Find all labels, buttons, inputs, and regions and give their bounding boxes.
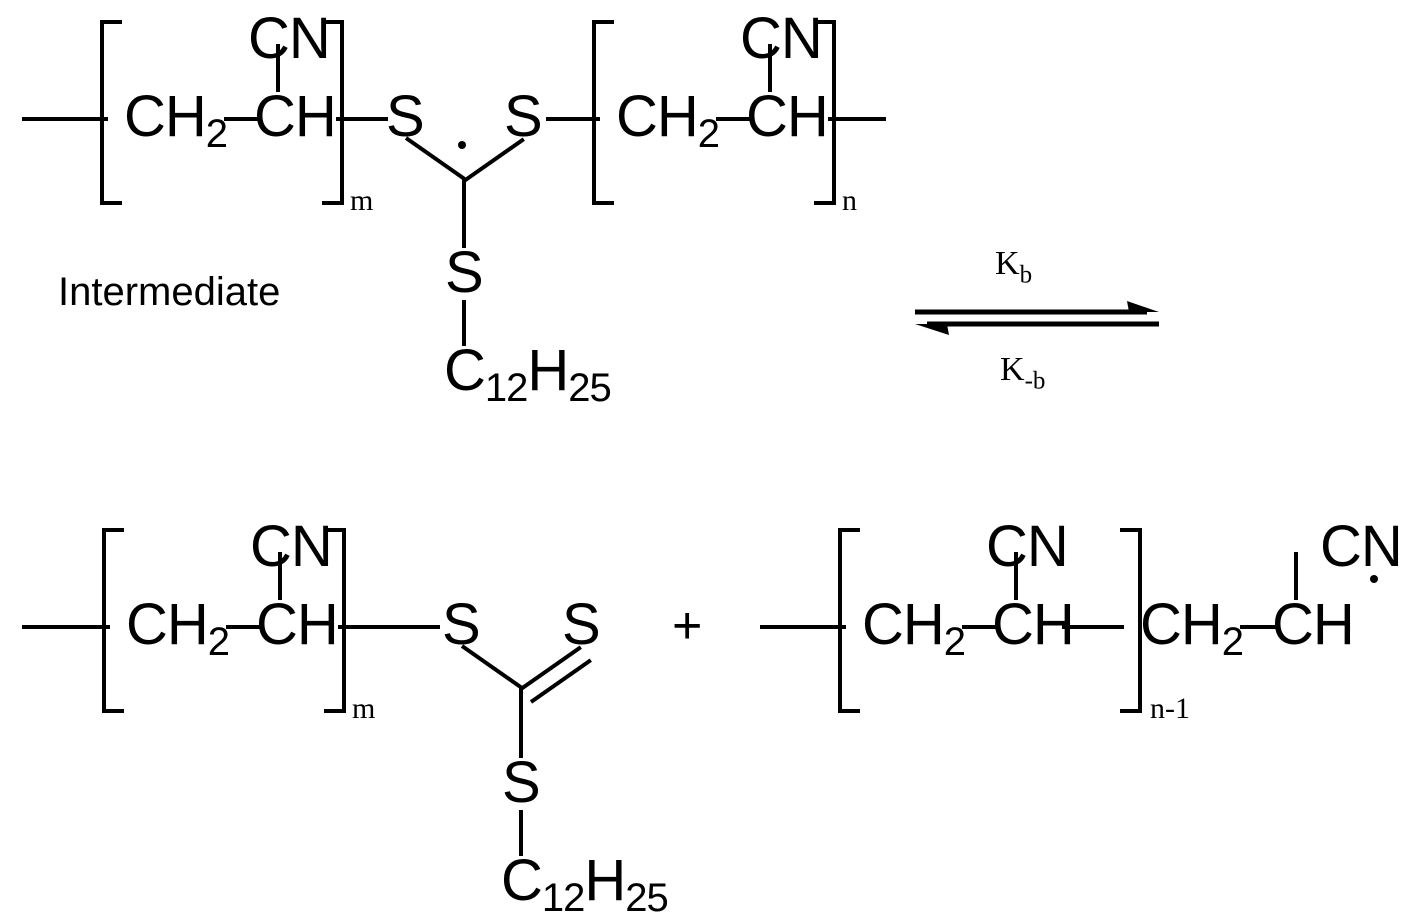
equilibrium-arrows xyxy=(915,300,1165,340)
repeat-subscript-m-product: m xyxy=(352,692,376,725)
radical-dot-core xyxy=(458,141,466,149)
repeat-subscript-n-minus-1: n-1 xyxy=(1150,692,1190,725)
atom-label-ch2: CH2 xyxy=(124,84,228,157)
bond-sulfur-right-to-block xyxy=(546,117,600,121)
atom-label-sulfur-thioether: S xyxy=(442,592,481,657)
bond-ch2-ch xyxy=(224,117,258,121)
bond-ch-cn-radical xyxy=(1014,552,1018,600)
atom-label-ch-product: CH xyxy=(256,592,339,657)
atom-label-cn-radical: CN xyxy=(986,514,1069,579)
bond-block-to-sulfur-left xyxy=(336,117,388,121)
bracket-close-m xyxy=(322,20,344,205)
intermediate-caption: Intermediate xyxy=(58,270,281,314)
bond-sulfur-to-thiocarbonyl-carbon xyxy=(460,644,523,690)
bond-ch-cn-terminal xyxy=(1294,552,1298,600)
bond-to-sulfur-thioether xyxy=(392,625,440,629)
atom-label-cn-terminal: CN xyxy=(1320,514,1403,579)
atom-label-ch-right: CH xyxy=(746,84,829,149)
atom-label-cn: CN xyxy=(248,6,331,71)
atom-label-ch-radical: CH xyxy=(992,592,1075,657)
bond-ch-to-bracket-radical xyxy=(1062,625,1124,629)
rate-constant-reverse: K-b xyxy=(1000,351,1046,395)
atom-label-sulfur-right: S xyxy=(504,84,543,149)
bond-sulfur-to-dodecyl xyxy=(462,300,466,346)
atom-label-sulfur-left: S xyxy=(386,84,425,149)
bond-sulfur-to-dodecyl-product xyxy=(519,810,523,856)
plus-sign: + xyxy=(672,597,703,655)
atom-label-dodecyl-product: C12H25 xyxy=(501,848,669,918)
bond-ch2-ch-product xyxy=(226,625,260,629)
atom-label-dodecyl: C12H25 xyxy=(444,338,612,411)
bond-chain-tail-right xyxy=(828,117,886,121)
atom-label-ch2-right: CH2 xyxy=(616,84,720,157)
bond-chain-tail-left-product xyxy=(22,625,110,629)
bond-ch-cn-right xyxy=(768,44,772,92)
bond-core-to-sulfur-right xyxy=(462,137,525,183)
bracket-open-n-minus-1 xyxy=(838,528,860,713)
bond-core-to-sulfur-bottom xyxy=(462,178,466,248)
bracket-open-m-product xyxy=(102,528,124,713)
bracket-close-m-product xyxy=(324,528,346,713)
bracket-open-m xyxy=(100,20,122,205)
bond-block-to-sulfur-product xyxy=(338,625,392,629)
atom-label-ch2-product: CH2 xyxy=(126,592,230,665)
rate-constant-forward: Kb xyxy=(995,245,1033,289)
bond-thiocarbonyl-double-b xyxy=(529,658,592,704)
bond-chain-tail-left xyxy=(22,117,108,121)
atom-label-sulfur-thiocarbonyl: S xyxy=(562,592,601,657)
atom-label-cn-product: CN xyxy=(250,514,333,579)
atom-label-sulfur-bottom: S xyxy=(445,240,484,305)
repeat-subscript-m: m xyxy=(350,184,374,217)
bond-ch-cn xyxy=(276,44,280,92)
bond-ch-cn-product xyxy=(278,552,282,600)
atom-label-ch2-radical: CH2 xyxy=(862,592,966,665)
bond-chain-tail-left-radical xyxy=(760,625,846,629)
bond-ch2-ch-radical xyxy=(962,625,996,629)
bond-ch2-ch-terminal xyxy=(1240,625,1276,629)
bond-thiocarbonyl-to-sulfur-bottom xyxy=(519,686,523,758)
atom-label-ch-terminal-radical: CH xyxy=(1272,592,1355,657)
atom-label-ch: CH xyxy=(254,84,337,149)
bracket-open-n xyxy=(592,20,614,205)
bond-ch2-ch-right xyxy=(716,117,750,121)
radical-dot-terminal xyxy=(1370,575,1378,583)
bond-thiocarbonyl-double-a xyxy=(519,645,582,691)
atom-label-sulfur-bottom-product: S xyxy=(502,750,541,815)
repeat-subscript-n: n xyxy=(842,184,857,217)
atom-label-ch2-terminal: CH2 xyxy=(1140,592,1244,665)
bracket-close-n-minus-1 xyxy=(1120,528,1142,713)
bracket-close-n xyxy=(814,20,836,205)
atom-label-cn-right: CN xyxy=(740,6,823,71)
